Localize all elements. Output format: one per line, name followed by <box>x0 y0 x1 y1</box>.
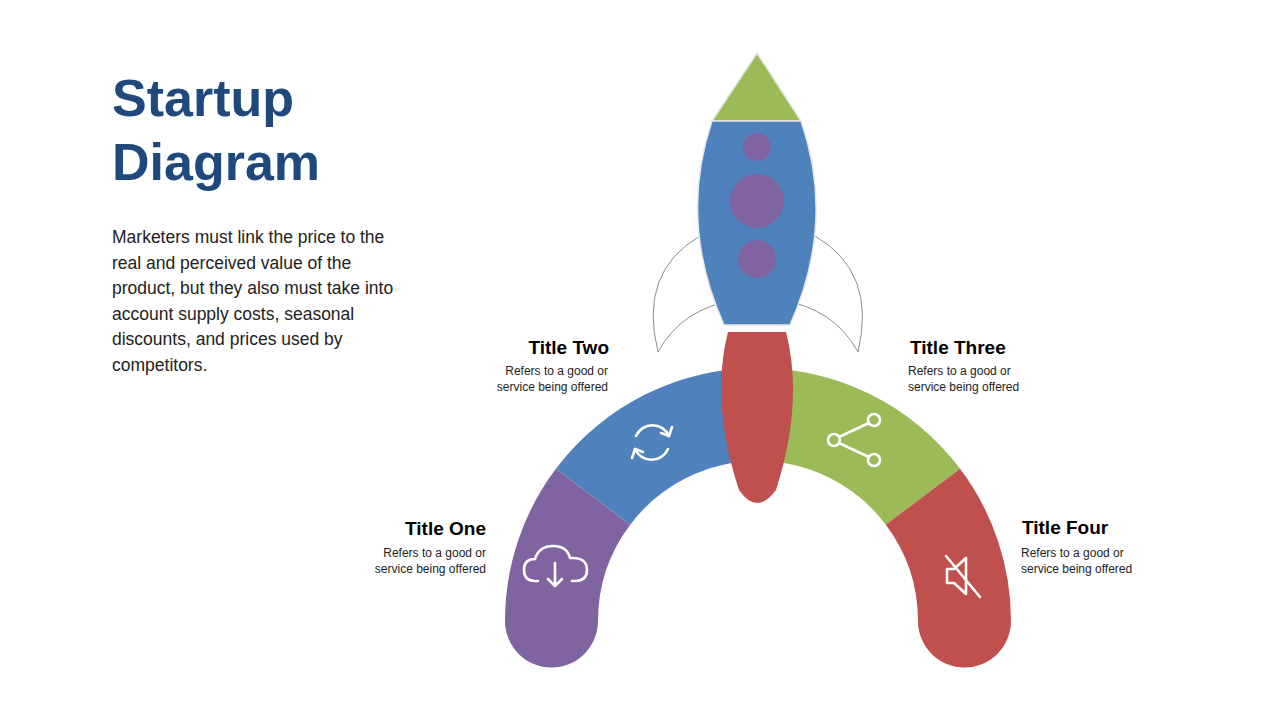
segment-title: Title Two <box>489 337 609 359</box>
rocket-body <box>698 121 817 325</box>
segment-shape <box>884 466 1012 670</box>
page-title: Startup Diagram <box>112 66 412 194</box>
segment-description: Refers to a good or service being offere… <box>488 363 608 395</box>
segment-description: Refers to a good or service being offere… <box>908 363 1028 395</box>
segment-description: Refers to a good or service being offere… <box>1021 545 1141 577</box>
rocket-flame <box>721 332 793 503</box>
cloud-download-icon <box>524 546 587 586</box>
segment-title: Title Four <box>1022 517 1142 539</box>
rocket-window <box>730 174 784 228</box>
refresh-icon <box>632 425 672 460</box>
arch-segment: Title TwoRefers to a good or service bei… <box>554 366 760 526</box>
share-icon <box>828 414 880 466</box>
mute-icon <box>946 556 980 597</box>
rocket-window <box>738 240 776 278</box>
rocket-window <box>743 133 771 161</box>
description-note: Marketers must link the price to the rea… <box>112 225 402 379</box>
segment-description: Refers to a good or service being offere… <box>366 545 486 577</box>
arch-segment: Title FourRefers to a good or service be… <box>884 466 1012 670</box>
segment-fill <box>886 469 1011 668</box>
segment-title: Title Three <box>910 337 1030 359</box>
rocket-fins <box>653 236 862 352</box>
rocket-nose <box>712 53 801 121</box>
segment-title: Title One <box>366 518 486 540</box>
